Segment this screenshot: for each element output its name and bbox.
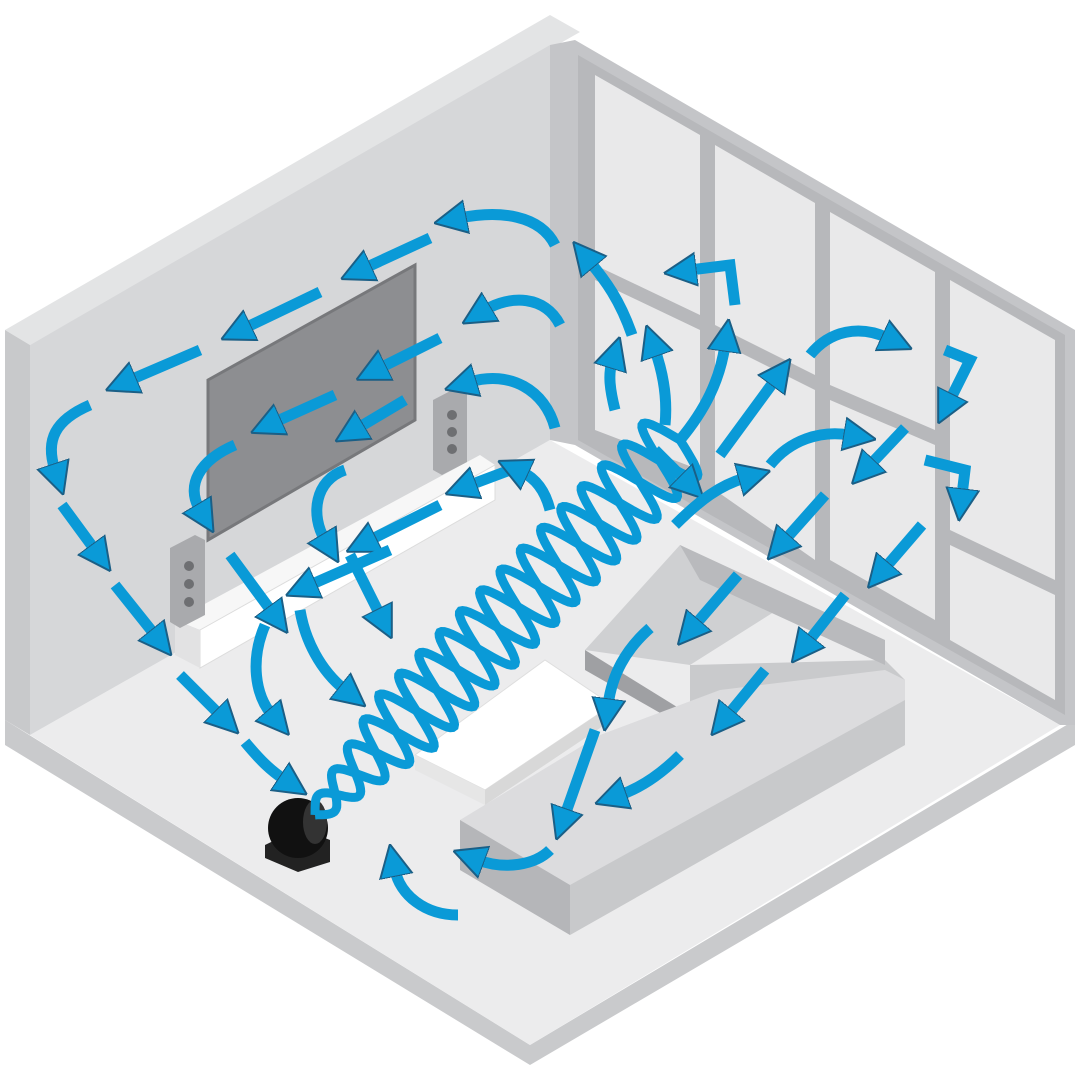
airflow-arrow — [655, 350, 666, 426]
airflow-arrow — [565, 728, 601, 815]
airflow-arrow — [395, 870, 459, 921]
airflow-arrow — [130, 344, 203, 380]
airflow-arrow — [690, 265, 741, 306]
airflow-arrows — [51, 215, 978, 921]
airflow-arrow — [380, 333, 443, 368]
airflow-arrow — [250, 622, 272, 715]
airflow-arrow — [620, 751, 684, 795]
right-speaker — [433, 387, 467, 475]
airflow-arrow — [608, 623, 654, 705]
airflow-arrow — [478, 850, 554, 865]
airflow-arrow — [728, 666, 770, 715]
airflow-arrow — [923, 454, 965, 495]
airflow-arrow — [945, 344, 978, 400]
airflow-arrow — [805, 331, 888, 359]
airflow-arrow — [51, 399, 93, 470]
airflow-arrow — [245, 287, 323, 328]
airflow-arrow — [808, 591, 850, 642]
airflow-arrow — [358, 395, 408, 428]
air-circulator-fan — [265, 798, 330, 872]
airflow-arrow — [310, 544, 393, 585]
airflow-arrow — [470, 379, 561, 430]
airflow-arrow — [370, 500, 443, 540]
airflow-arrow — [695, 571, 743, 625]
airflow-arrow — [365, 233, 433, 268]
helix-airflow-stream — [310, 418, 703, 820]
airflow-arrow — [785, 491, 830, 540]
airflow-arrow — [275, 389, 338, 422]
airflow-arrow — [610, 362, 615, 412]
airflow-arrow — [176, 671, 220, 715]
airflow-arrow — [460, 215, 560, 248]
airflow-arrow — [225, 551, 272, 612]
airflow-arrow — [294, 609, 345, 690]
airflow-arrow — [715, 380, 775, 459]
left-speaker — [170, 535, 205, 628]
airflow-arrow — [485, 300, 565, 328]
airflow-arrow — [57, 501, 95, 550]
airflow-arrow — [590, 262, 638, 337]
airflow-arrow — [675, 345, 725, 444]
coffee-table — [414, 659, 613, 805]
airflow-arrow — [522, 472, 556, 512]
airflow-arrow — [885, 521, 927, 568]
airflow-arrow — [765, 434, 850, 469]
window-pane — [950, 545, 1055, 700]
airflow-arrow — [240, 738, 285, 780]
airflow-arrow — [870, 424, 909, 465]
airflow-arrow — [671, 478, 745, 529]
helix-strand — [310, 437, 703, 816]
airflow-arrow — [110, 581, 155, 635]
airflow-arrow — [651, 446, 685, 480]
airflow-arrow — [194, 439, 238, 510]
airflow-arrow — [317, 464, 348, 540]
